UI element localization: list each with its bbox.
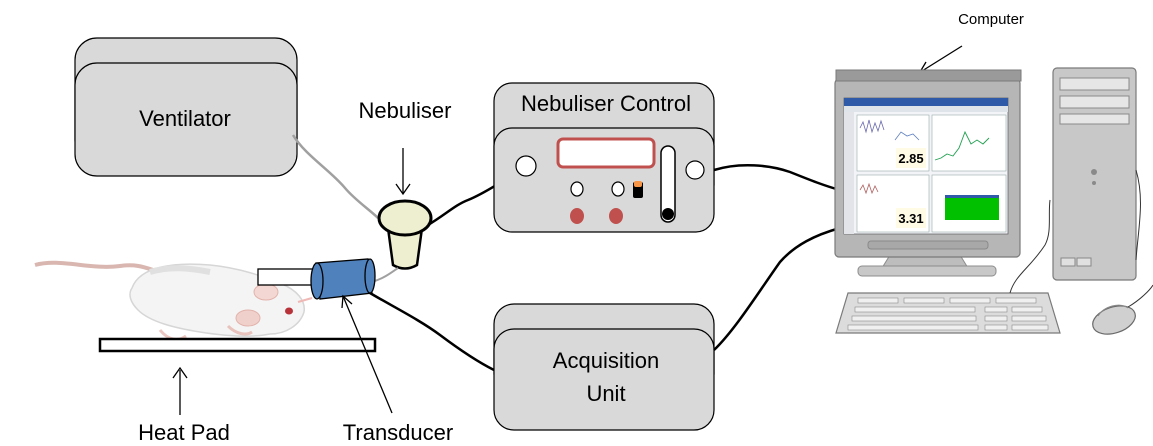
control-level-gauge (660, 145, 676, 223)
control-cable (713, 163, 841, 192)
heat-pad (98, 337, 377, 353)
control-switch-1 (570, 181, 584, 197)
nebuliser-label: Nebuliser (359, 98, 452, 123)
control-switch-2 (611, 181, 625, 197)
transducer-to-nebuliser-tube (371, 267, 399, 283)
heat-pad-arrow (172, 366, 188, 415)
mouse-cable (1127, 284, 1153, 308)
nebuliser-cable (427, 182, 499, 227)
control-knob-left (515, 155, 537, 177)
transducer-label: Transducer (343, 420, 453, 445)
ventilator-tube (291, 134, 379, 219)
control-indicator-red-2 (609, 208, 623, 224)
nebuliser-control: Nebuliser Control (493, 82, 715, 233)
computer-label: Computer (958, 11, 1024, 28)
acquisition-unit: Acquisition Unit (493, 303, 715, 431)
ventilator: Ventilator (74, 37, 298, 177)
monitor: 2.85 3.31 (834, 69, 1022, 277)
screen-value-top: 2.85 (898, 151, 923, 166)
computer-arrow (918, 45, 963, 73)
heat-pad-label: Heat Pad (138, 420, 230, 445)
control-knob-right (685, 160, 705, 180)
keyboard (835, 292, 1061, 334)
transducer-arrow (341, 294, 393, 414)
acquisition-label-line1: Acquisition (553, 348, 659, 373)
keyboard-cable (1009, 199, 1051, 294)
nebuliser (377, 199, 433, 270)
acquisition-label-line2: Unit (586, 381, 625, 406)
transducer-cable (369, 291, 495, 372)
screen-green-plot (945, 198, 999, 220)
tower-cable (1135, 169, 1141, 261)
screen-value-bottom: 3.31 (898, 211, 923, 226)
nebuliser-arrow (395, 148, 411, 196)
nebuliser-control-label: Nebuliser Control (521, 91, 691, 116)
control-display (556, 137, 656, 169)
acquisition-cable (713, 226, 841, 351)
control-indicator-red-1 (570, 208, 584, 224)
computer-mouse (1092, 304, 1136, 335)
ventilator-label: Ventilator (139, 106, 231, 131)
computer-tower (1052, 67, 1137, 281)
control-toggle (633, 181, 643, 198)
transducer (257, 258, 376, 300)
